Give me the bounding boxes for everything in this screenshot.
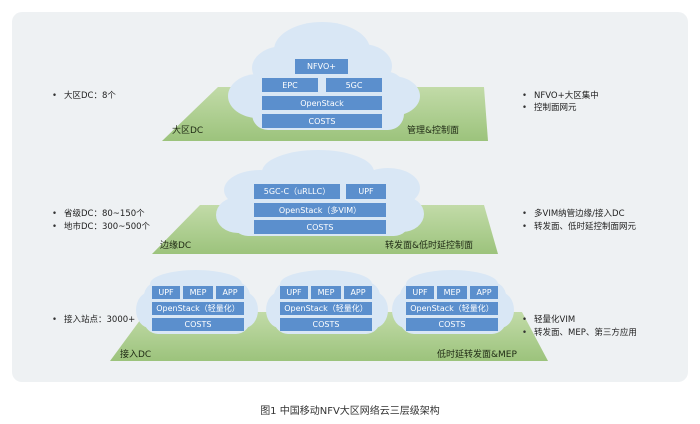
- tier-name-regional: 大区DC: [172, 126, 204, 136]
- tier-name-edge: 边缘DC: [160, 241, 192, 251]
- box-upf: UPF: [346, 184, 386, 199]
- box-app: APP: [344, 286, 372, 299]
- box-costs: COSTS: [262, 114, 382, 128]
- box-costs: COSTS: [254, 220, 386, 234]
- box-costs: COSTS: [152, 318, 244, 331]
- box-upf: UPF: [280, 286, 308, 299]
- tier-name-access: 接入DC: [120, 350, 152, 360]
- right-bullet-regional-2: 控制面网元: [522, 102, 576, 114]
- box-openstack-multi-vim: OpenStack（多VIM）: [254, 203, 386, 217]
- box-mep: MEP: [437, 286, 467, 299]
- box-app: APP: [470, 286, 498, 299]
- left-bullet-regional: 大区DC：8个: [52, 90, 116, 102]
- left-bullet-access: 接入站点：3000+: [52, 314, 135, 326]
- box-upf: UPF: [152, 286, 180, 299]
- right-bullet-edge-1: 多VIM纳管边缘/接入DC: [522, 208, 624, 220]
- right-bullet-regional-1: NFVO+大区集中: [522, 90, 599, 102]
- box-openstack: OpenStack: [262, 96, 382, 110]
- box-5gc-c: 5GC-C（uRLLC）: [254, 184, 340, 199]
- box-app: APP: [216, 286, 244, 299]
- box-openstack-light: OpenStack（轻量化）: [406, 302, 498, 315]
- figure-caption: 图1 中国移动NFV大区网络云三层级架构: [260, 406, 440, 417]
- right-bullet-access-2: 转发面、MEP、第三方应用: [522, 327, 637, 339]
- box-mep: MEP: [311, 286, 341, 299]
- tier-plane-access: 低时延转发面&MEP: [437, 350, 517, 360]
- right-bullet-access-1: 轻量化VIM: [522, 314, 575, 326]
- box-costs: COSTS: [406, 318, 498, 331]
- box-nfvo: NFVO+: [295, 59, 348, 74]
- box-openstack-light: OpenStack（轻量化）: [280, 302, 372, 315]
- left-bullet-provincial: 省级DC：80~150个: [52, 208, 145, 220]
- left-bullet-city: 地市DC：300~500个: [52, 221, 150, 233]
- right-bullet-edge-2: 转发面、低时延控制面网元: [522, 221, 636, 233]
- box-upf: UPF: [406, 286, 434, 299]
- box-openstack-light: OpenStack（轻量化）: [152, 302, 244, 315]
- tier-plane-edge: 转发面&低时延控制面: [385, 241, 474, 251]
- box-epc: EPC: [262, 78, 318, 92]
- tier-plane-regional: 管理&控制面: [407, 126, 460, 136]
- box-5gc: 5GC: [326, 78, 382, 92]
- box-mep: MEP: [183, 286, 213, 299]
- box-costs: COSTS: [280, 318, 372, 331]
